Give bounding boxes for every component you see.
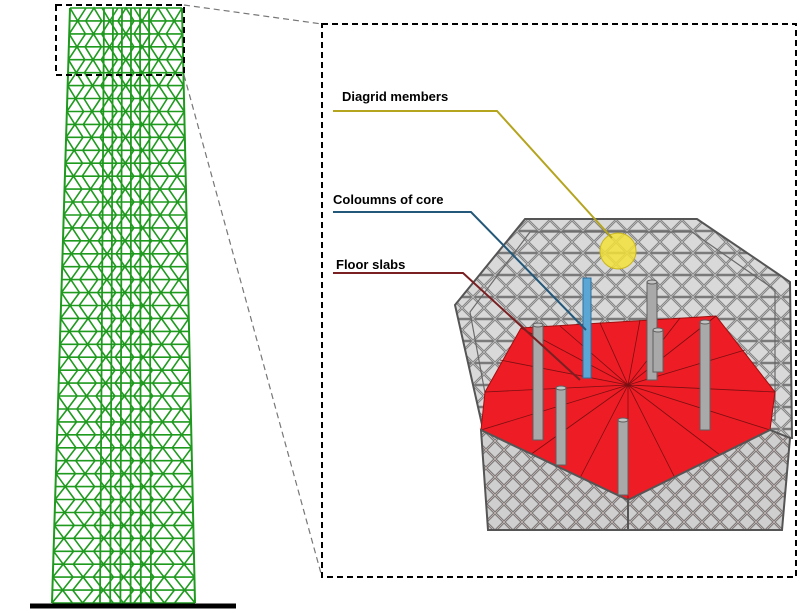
core-columns-label: Coloumns of core xyxy=(333,192,444,207)
zoom-line-top xyxy=(183,4,323,25)
column-cap xyxy=(646,279,658,285)
core-vertical xyxy=(119,7,123,604)
slab-mesh-line xyxy=(627,384,721,456)
building-model xyxy=(453,218,794,531)
slab-mesh-line xyxy=(579,384,629,479)
tower-elevation xyxy=(51,6,196,605)
tower-edge-left xyxy=(51,7,71,604)
column-cap xyxy=(617,417,629,423)
column-cap xyxy=(555,385,567,391)
core-vertical xyxy=(139,7,142,604)
core-columns xyxy=(532,279,711,496)
column xyxy=(555,387,567,466)
slab-mesh-line xyxy=(627,384,771,431)
slab-mesh-line xyxy=(529,384,629,456)
core-vertical xyxy=(99,7,105,604)
core-vertical xyxy=(148,7,152,604)
column xyxy=(699,321,711,431)
tower-edge-right xyxy=(181,7,196,604)
column-cap xyxy=(652,327,664,333)
diagrid-members-label: Diagrid members xyxy=(342,89,448,104)
slab-mesh-line xyxy=(599,322,629,386)
diagrid-highlight xyxy=(599,232,637,270)
diagrid-lattice xyxy=(51,6,196,605)
floor-slabs-label: Floor slabs xyxy=(336,257,405,272)
core-vertical xyxy=(109,7,114,604)
slab-mesh-line xyxy=(627,384,676,479)
slab-mesh-line xyxy=(627,319,641,386)
detail-callout-box xyxy=(55,4,185,76)
column xyxy=(652,329,664,373)
slab-mesh-line xyxy=(559,325,629,386)
floor-slab-leader xyxy=(333,272,581,381)
slab-mesh-line xyxy=(480,384,629,431)
zoom-line-bottom xyxy=(183,74,323,578)
core-column-leader xyxy=(333,211,587,331)
column xyxy=(617,419,629,496)
column-cap xyxy=(532,322,544,328)
column-cap xyxy=(699,319,711,325)
slab-mesh-line xyxy=(499,359,629,386)
diagrid-leader xyxy=(333,110,613,239)
